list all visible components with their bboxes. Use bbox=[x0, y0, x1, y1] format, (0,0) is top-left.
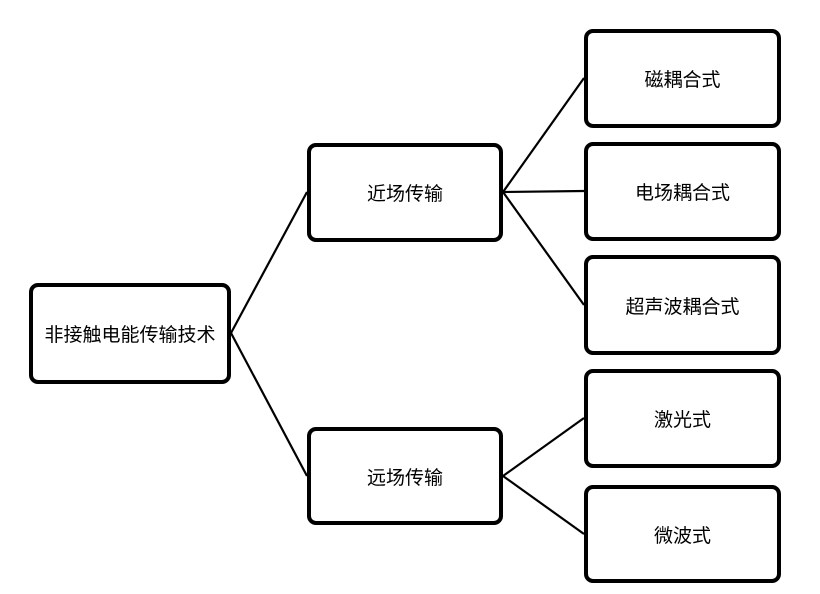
connector-near-field-to-electric bbox=[502, 189, 585, 194]
connector-far-field-to-laser bbox=[502, 417, 585, 477]
connector-near-field-to-magnetic bbox=[502, 77, 585, 193]
connector-near-field-to-ultrasonic bbox=[502, 191, 585, 306]
connector-far-field-to-microwave bbox=[502, 475, 585, 535]
root-node: 非接触电能传输技术 bbox=[29, 283, 231, 384]
branch-node-near-field: 近场传输 bbox=[307, 143, 503, 242]
connector-root-to-near-field bbox=[230, 191, 308, 334]
leaf-node-electric-field-coupling: 电场耦合式 bbox=[584, 142, 781, 241]
leaf-node-laser: 激光式 bbox=[584, 369, 781, 468]
leaf-node-microwave: 微波式 bbox=[584, 485, 781, 583]
connector-root-to-far-field bbox=[230, 332, 308, 477]
leaf-node-magnetic-coupling: 磁耦合式 bbox=[584, 29, 781, 128]
branch-node-far-field: 远场传输 bbox=[307, 427, 503, 525]
leaf-node-ultrasonic-coupling: 超声波耦合式 bbox=[584, 255, 781, 355]
